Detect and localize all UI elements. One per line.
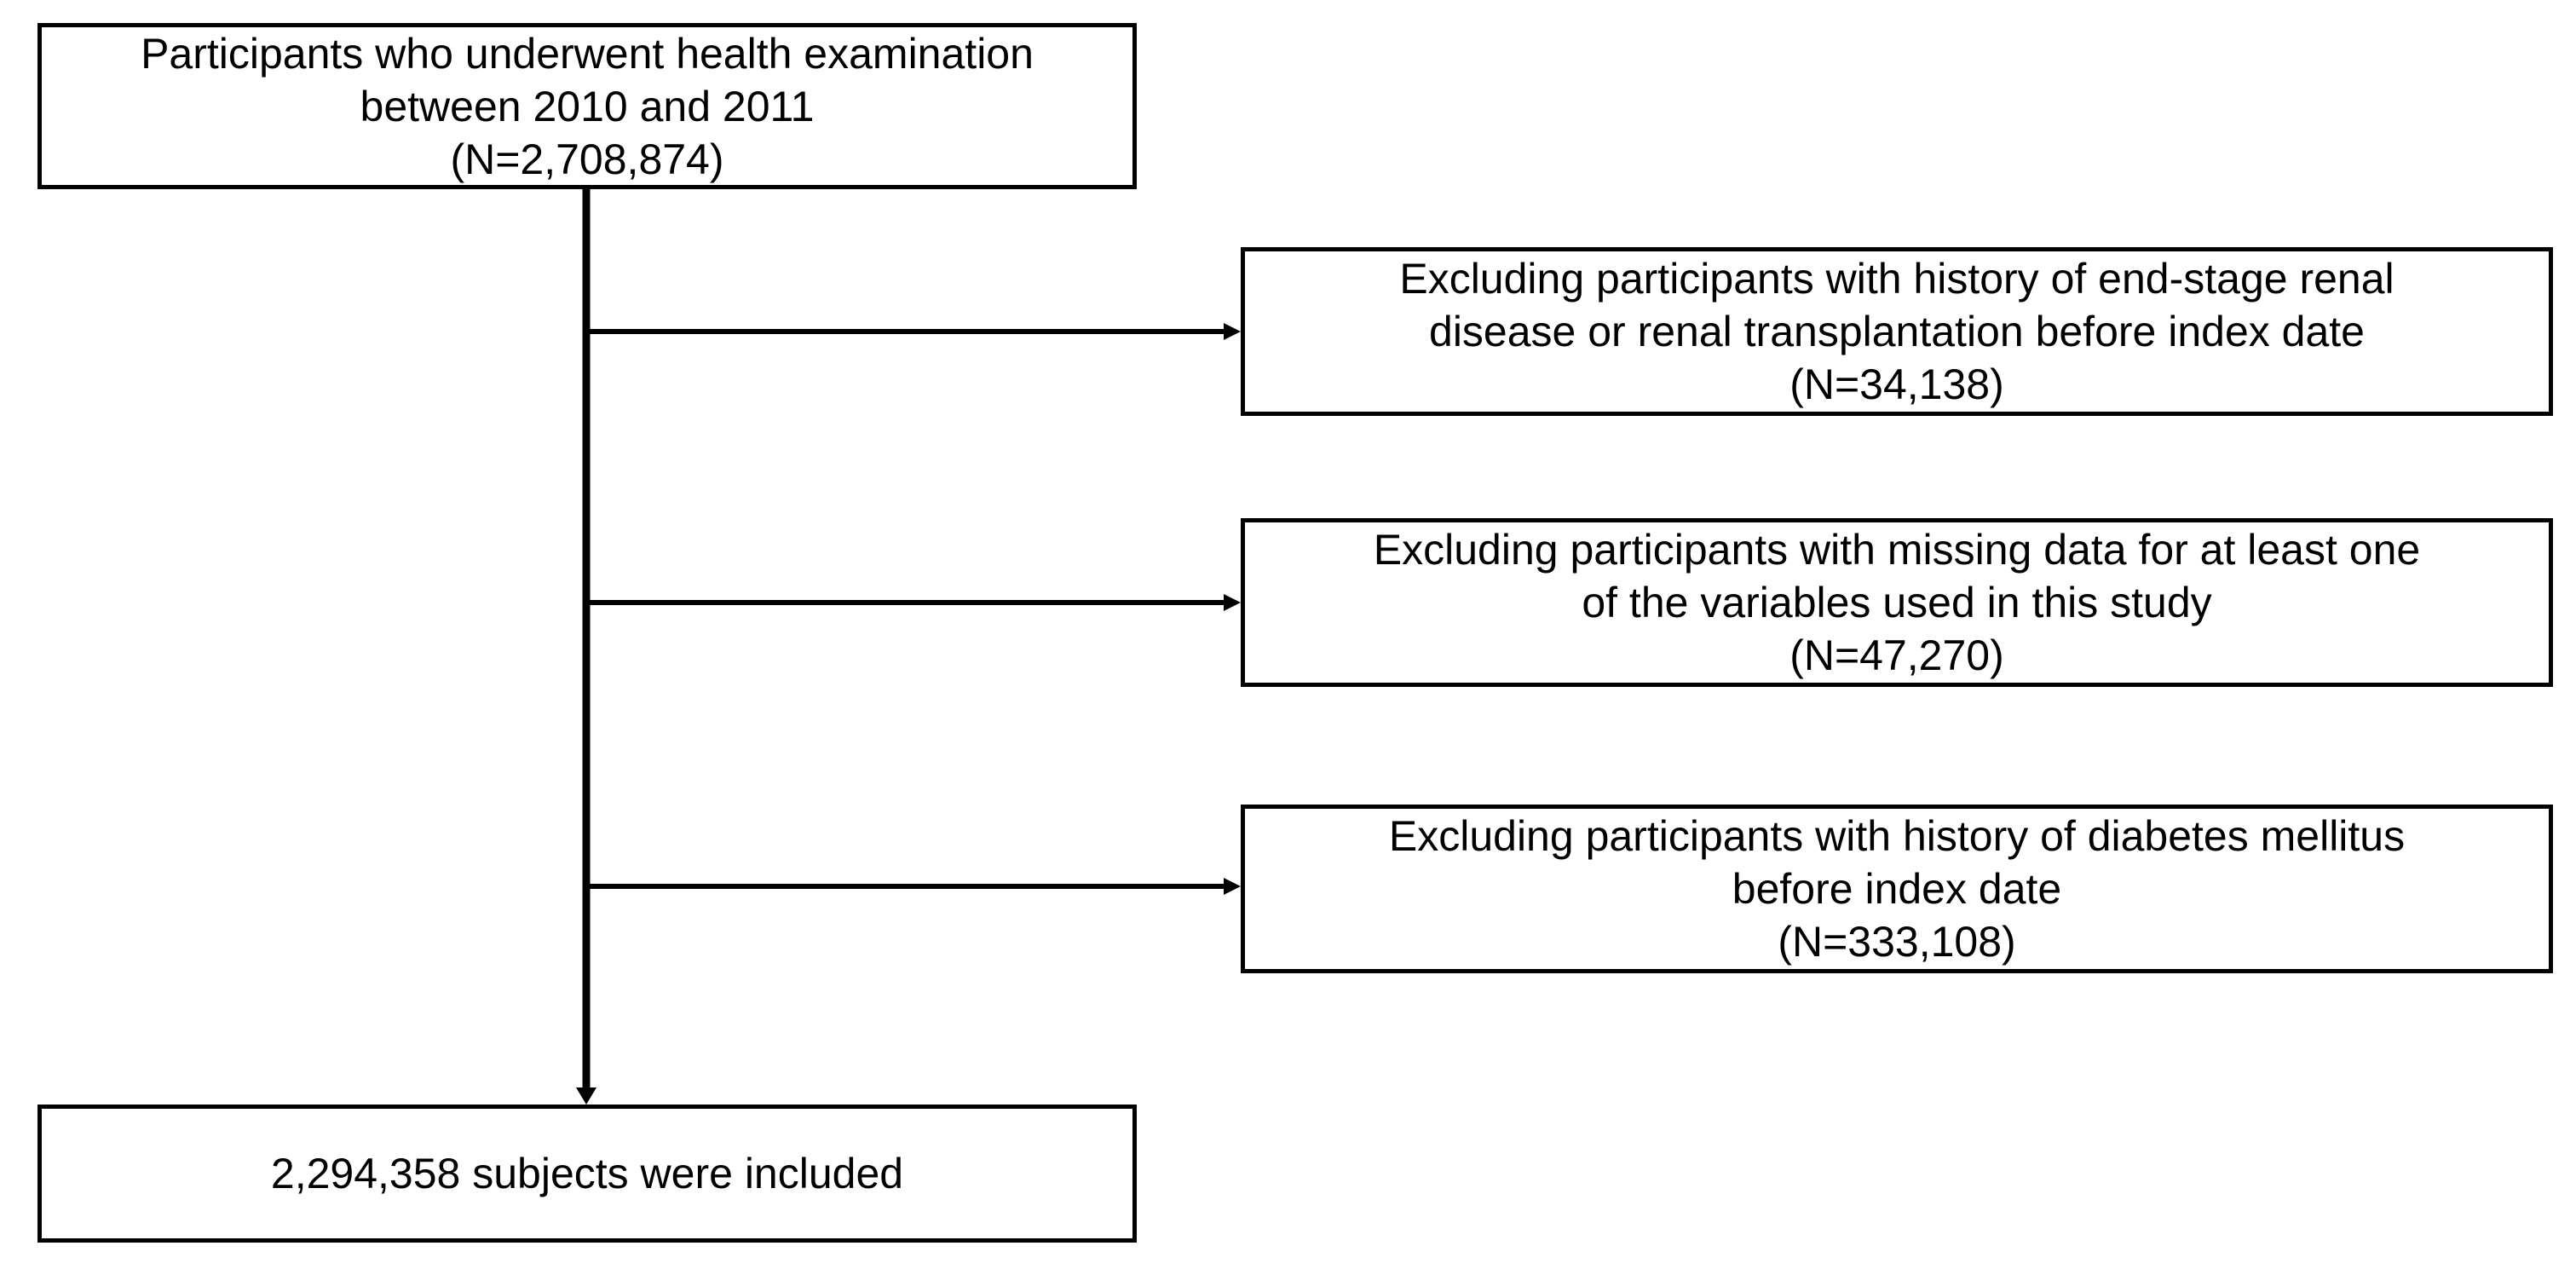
final-box-text: 2,294,358 subjects were included [270,1150,904,1197]
final-box: 2,294,358 subjects were included [37,1105,1137,1243]
start-box-line-2: between 2010 and 2011 [360,82,815,130]
main-flow-arrowhead [576,1087,596,1105]
exclusion-1-line-1: Excluding participants with history of e… [1399,255,2394,303]
exclusion-2-arrowhead [1224,594,1241,611]
exclusion-3-line-2: before index date [1732,865,2062,913]
exclusion-2-line-1: Excluding participants with missing data… [1373,526,2421,574]
exclusion-box-diabetes: Excluding participants with history of d… [1241,805,2553,973]
start-box-line-1: Participants who underwent health examin… [141,29,1034,78]
exclusion-1-count: (N=34,138) [1789,361,2004,408]
exclusion-box-end-stage-renal: Excluding participants with history of e… [1241,247,2553,416]
exclusion-2-line-2: of the variables used in this study [1582,579,2212,626]
start-box: Participants who underwent health examin… [37,23,1137,189]
exclusion-1-arrowhead [1224,323,1241,340]
exclusion-1-line-2: disease or renal transplantation before … [1429,308,2365,355]
exclusion-3-line-1: Excluding participants with history of d… [1388,812,2406,860]
start-box-count: (N=2,708,874) [450,135,724,183]
exclusion-2-count: (N=47,270) [1789,632,2004,679]
exclusion-box-missing-data: Excluding participants with missing data… [1241,518,2553,687]
exclusion-3-count: (N=333,108) [1778,918,2016,966]
exclusion-3-arrowhead [1224,878,1241,895]
